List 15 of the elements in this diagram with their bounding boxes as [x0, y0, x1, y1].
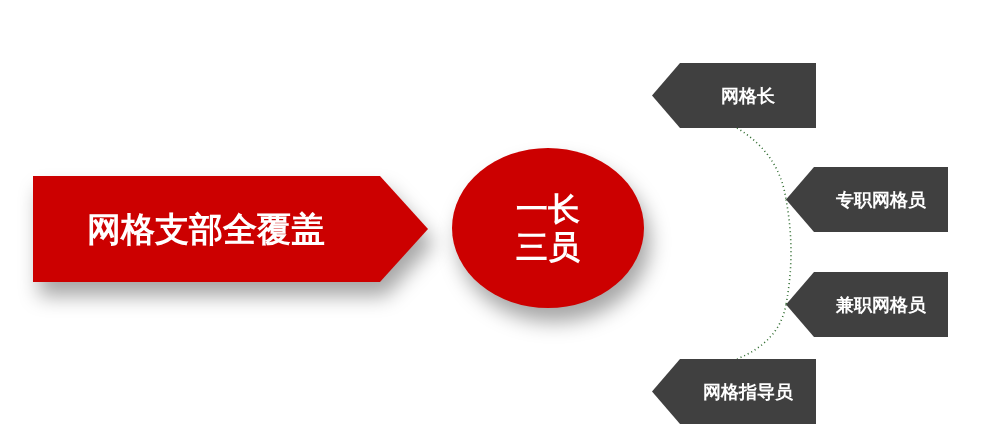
ellipse [452, 148, 644, 308]
dotted-connector [785, 198, 792, 306]
node-label: 网格长 [721, 84, 775, 107]
dotted-connector [736, 303, 787, 360]
node-label: 网格支部全覆盖 [86, 208, 325, 250]
node-label: 网格指导员 [703, 380, 793, 403]
node-label: 专职网格员 [836, 188, 926, 211]
tag-shape [652, 63, 816, 128]
node-label: 兼职网格员 [836, 293, 926, 316]
dotted-connector [736, 127, 787, 201]
tag-shape [652, 359, 816, 424]
arrow-banner [33, 176, 428, 282]
tag-shape [786, 167, 948, 232]
tag-shape [786, 272, 948, 337]
node-label: 一长三员 [515, 189, 581, 267]
